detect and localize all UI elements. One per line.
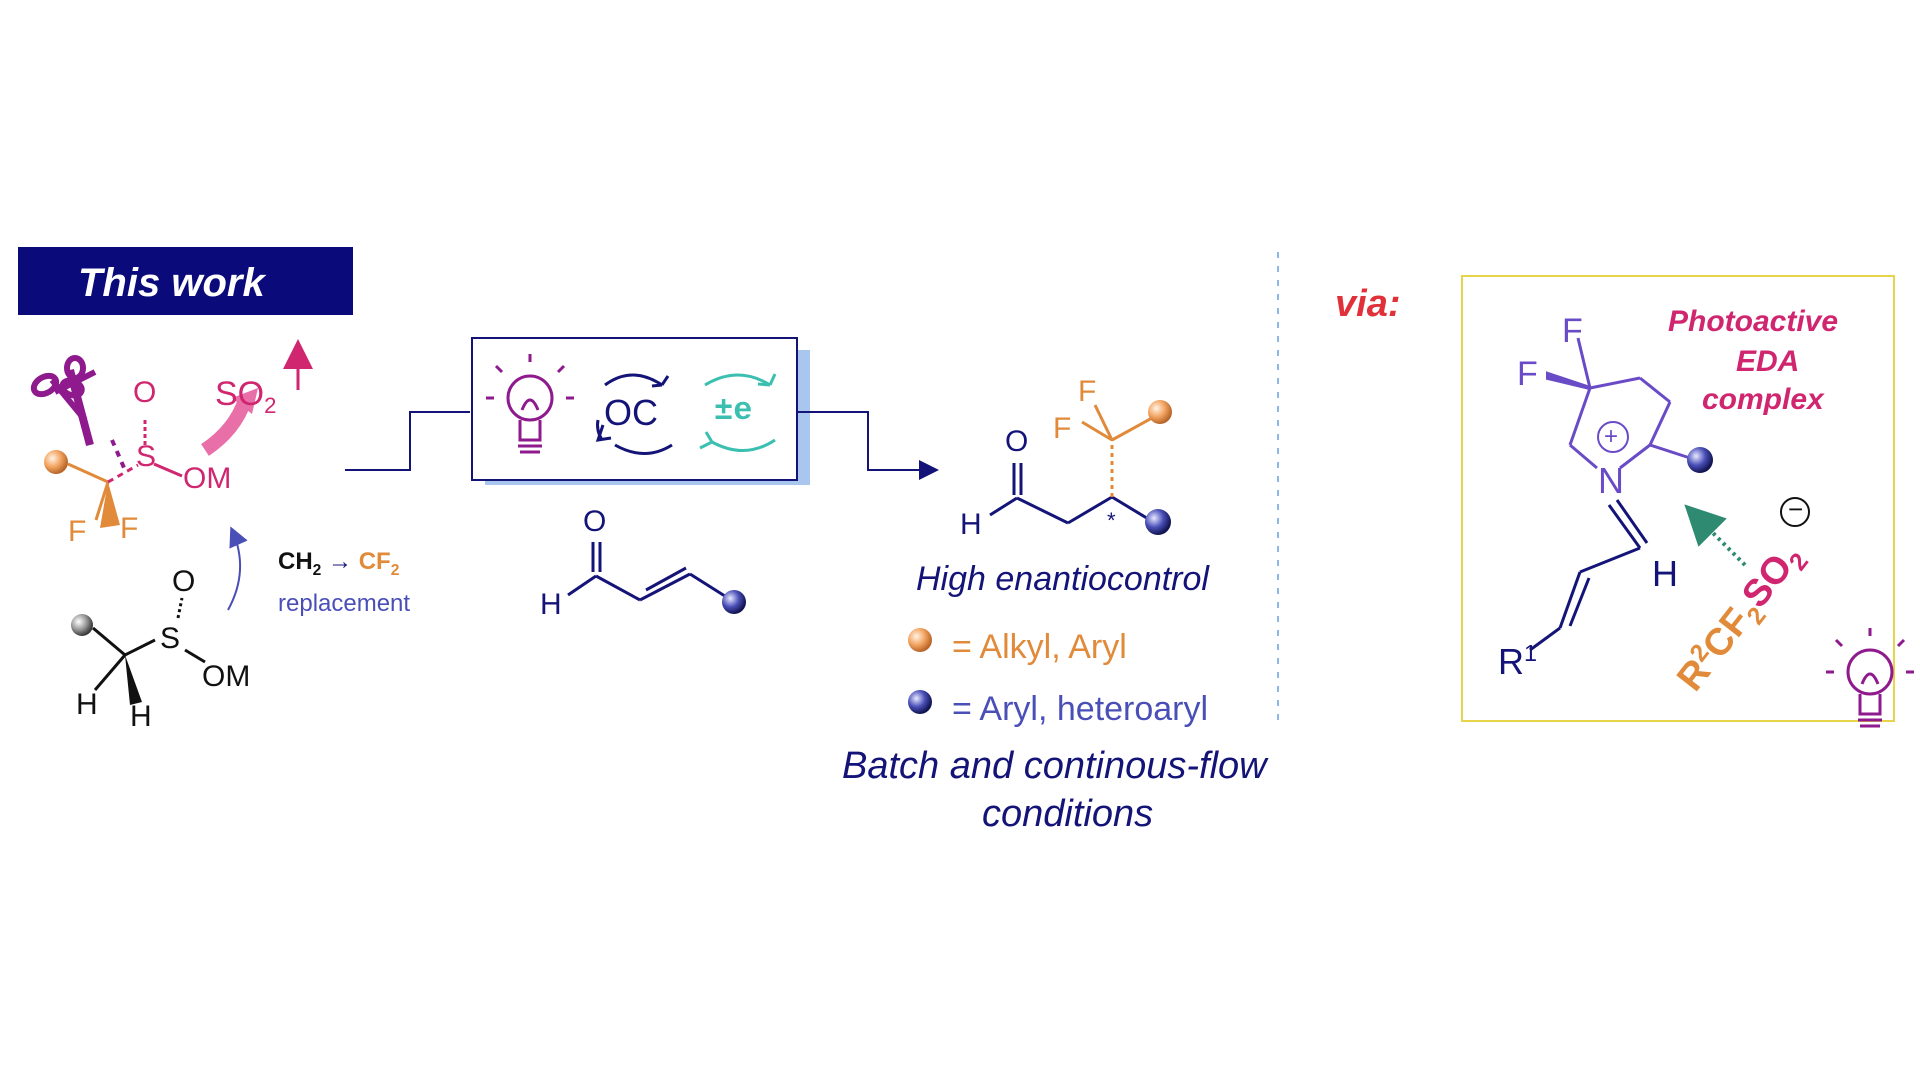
iminium-ring — [1568, 376, 1691, 470]
stereocenter-asterisk: * — [1107, 508, 1116, 533]
product-structure — [989, 463, 1151, 525]
plus-charge-circle — [1597, 421, 1629, 453]
left-f1: F — [68, 515, 87, 548]
iminium-chain — [1529, 499, 1649, 652]
left-o-top: O — [133, 376, 157, 409]
product-f1: F — [1078, 375, 1097, 408]
product-o-label: O — [1005, 425, 1029, 458]
bottom-o-label: O — [172, 565, 196, 598]
ch2-to-cf2-label: CH2 → CF2 — [278, 548, 400, 579]
enal-blue-ball — [722, 590, 746, 614]
left-f2: F — [120, 512, 139, 545]
scissors-icon — [30, 355, 97, 447]
conditions-line-2: conditions — [982, 793, 1154, 835]
orange-substituent-ball — [44, 450, 68, 474]
bottom-h1: H — [76, 688, 98, 721]
bottom-s-label: S — [160, 622, 181, 655]
product-f2: F — [1053, 412, 1072, 445]
electron-donor-arrow — [1684, 504, 1747, 567]
enal-o-label: O — [583, 505, 607, 538]
left-s-label: S — [136, 440, 157, 473]
iminium-f2: F — [1517, 355, 1538, 393]
grey-substituent-ball — [71, 614, 93, 636]
r1-label: R1 — [1498, 640, 1538, 682]
product-orange-ball — [1148, 400, 1172, 424]
legend-blue-ball — [908, 690, 932, 714]
legend-orange-ball — [908, 628, 932, 652]
iminium-blue-ball — [1687, 447, 1713, 473]
iminium-f1: F — [1562, 312, 1583, 350]
oc-label: OC — [604, 392, 658, 433]
bottom-om-label: OM — [202, 660, 251, 693]
product-h-label: H — [960, 508, 982, 541]
so2-label: SO2 — [215, 375, 277, 418]
plus-charge: + — [1604, 423, 1619, 450]
conditions-box — [471, 337, 798, 481]
lightbulb-icon — [486, 354, 574, 454]
minus-charge: − — [1788, 494, 1804, 524]
organocatalyst-cycle-icon — [595, 373, 673, 455]
enal-structure — [567, 542, 729, 602]
enantiocontrol-tagline: High enantiocontrol — [916, 560, 1209, 598]
product-blue-ball — [1145, 509, 1171, 535]
eda-title-3: complex — [1702, 383, 1824, 416]
pm-e-label: ±e — [714, 392, 753, 429]
lightbulb-icon-panel — [1826, 628, 1914, 728]
iminium-n-label: N — [1598, 460, 1624, 501]
enal-h-label: H — [540, 588, 562, 621]
replacement-label: replacement — [278, 590, 411, 617]
eda-title-2: EDA — [1736, 345, 1800, 378]
iminium-h-label: H — [1652, 553, 1678, 594]
eda-title-1: Photoactive — [1668, 305, 1839, 338]
minus-charge-circle — [1780, 497, 1810, 527]
bottom-h2: H — [130, 700, 152, 733]
conditions-line-1: Batch and continous-flow — [842, 745, 1267, 787]
via-label: via: — [1335, 283, 1401, 325]
banner-title: This work — [78, 261, 265, 305]
left-om-label: OM — [183, 462, 232, 495]
this-work-banner: This work — [18, 247, 353, 315]
legend-orange-text: = Alkyl, Aryl — [952, 628, 1127, 666]
legend-blue-text: = Aryl, heteroaryl — [952, 690, 1209, 728]
electron-transfer-cycle-icon — [699, 373, 777, 452]
